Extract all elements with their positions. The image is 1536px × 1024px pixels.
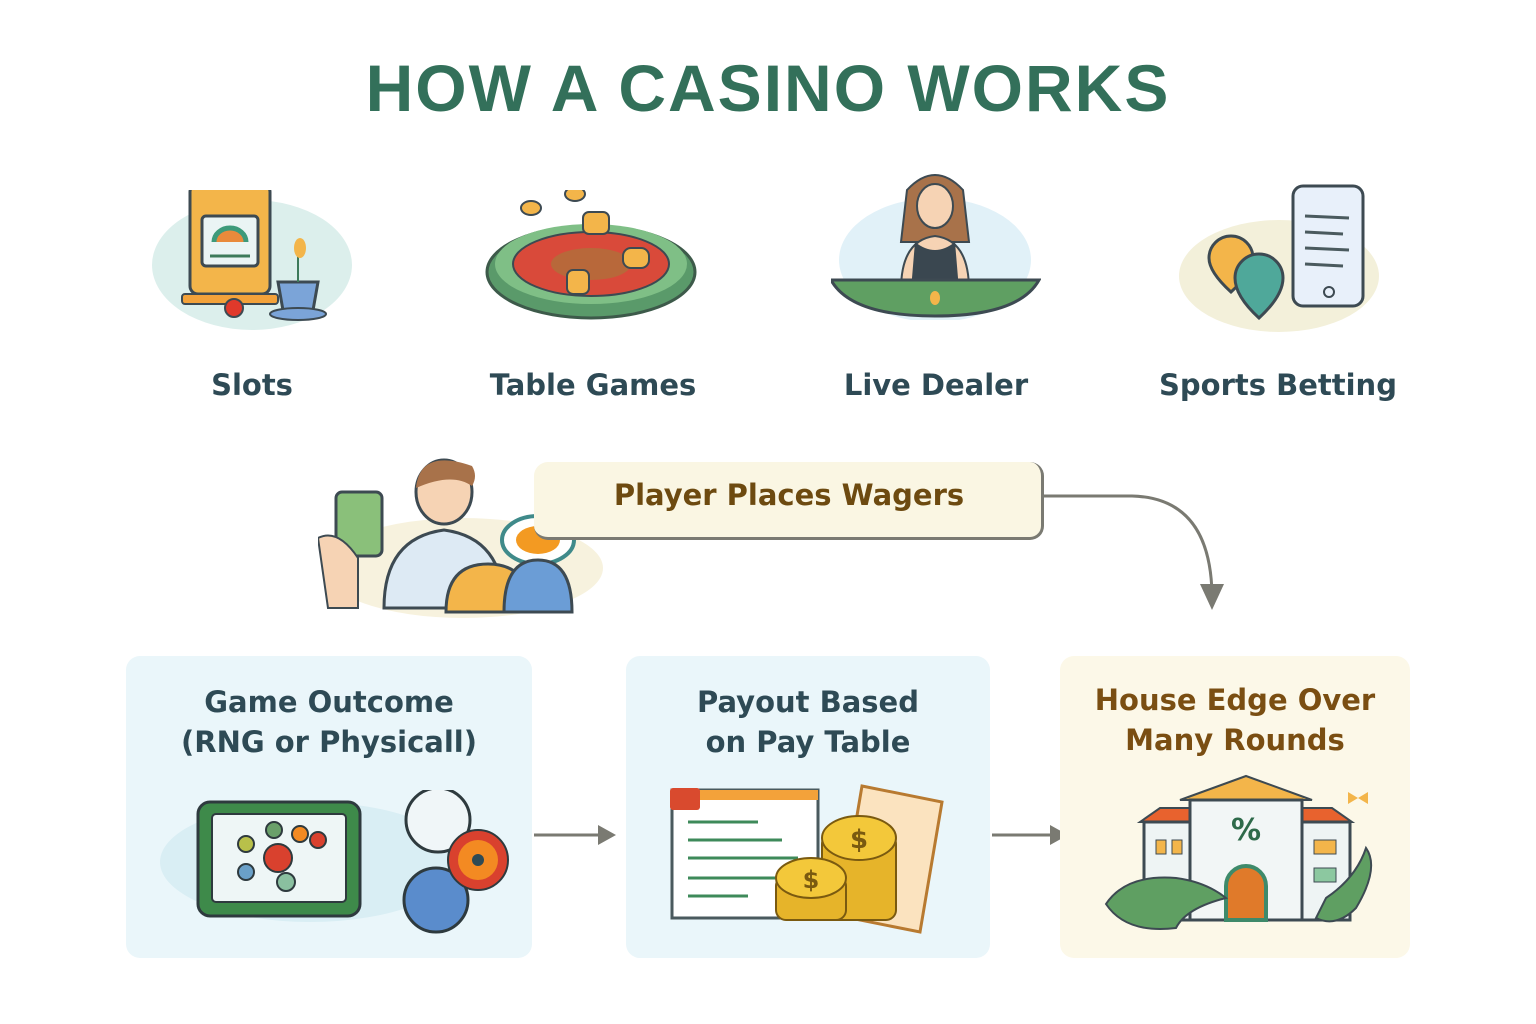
step-title-line1: Payout Based — [697, 685, 919, 719]
step-game-outcome: Game Outcome (RNG or Physicall) — [126, 656, 532, 958]
step-title-line2: Many Rounds — [1125, 723, 1345, 757]
arrow-right-icon — [534, 825, 616, 845]
category-slots: Slots — [102, 190, 402, 410]
sports-betting-icon — [1179, 184, 1379, 332]
roulette-table-icon — [485, 190, 697, 320]
wager-step-label: Player Places Wagers — [613, 478, 965, 512]
arrow-right-icon — [992, 825, 1068, 845]
player-with-chips-icon — [318, 458, 603, 618]
dollar-symbol: $ — [803, 866, 820, 894]
percent-symbol: % — [1231, 813, 1261, 848]
casino-building-percent-icon: % — [1104, 774, 1373, 930]
category-sports-betting: Sports Betting — [1128, 184, 1428, 410]
step-title-line2: on Pay Table — [705, 725, 911, 759]
category-table-games: Table Games — [443, 190, 743, 410]
category-label: Slots — [211, 368, 293, 402]
category-label: Table Games — [489, 368, 697, 402]
dollar-symbol: $ — [850, 825, 868, 855]
step-title-line1: Game Outcome — [204, 685, 454, 719]
step-house-edge: House Edge Over Many Rounds % — [1060, 656, 1410, 958]
step-payout: Payout Based on Pay Table $ $ — [626, 656, 990, 958]
curved-arrow-icon — [1044, 494, 1224, 610]
slot-machine-icon — [152, 190, 352, 330]
wager-step-box — [534, 462, 1044, 540]
step-title-line2: (RNG or Physicall) — [181, 725, 477, 759]
category-live-dealer: Live Dealer — [786, 174, 1086, 410]
page-title: HOW A CASINO WORKS — [365, 51, 1171, 125]
category-label: Sports Betting — [1159, 368, 1397, 402]
rng-tablet-and-wheels-icon — [160, 790, 509, 934]
dealer-icon — [831, 174, 1041, 320]
category-label: Live Dealer — [843, 368, 1029, 402]
pay-table-and-coins-icon: $ $ — [670, 784, 944, 934]
step-title-line1: House Edge Over — [1094, 683, 1376, 717]
